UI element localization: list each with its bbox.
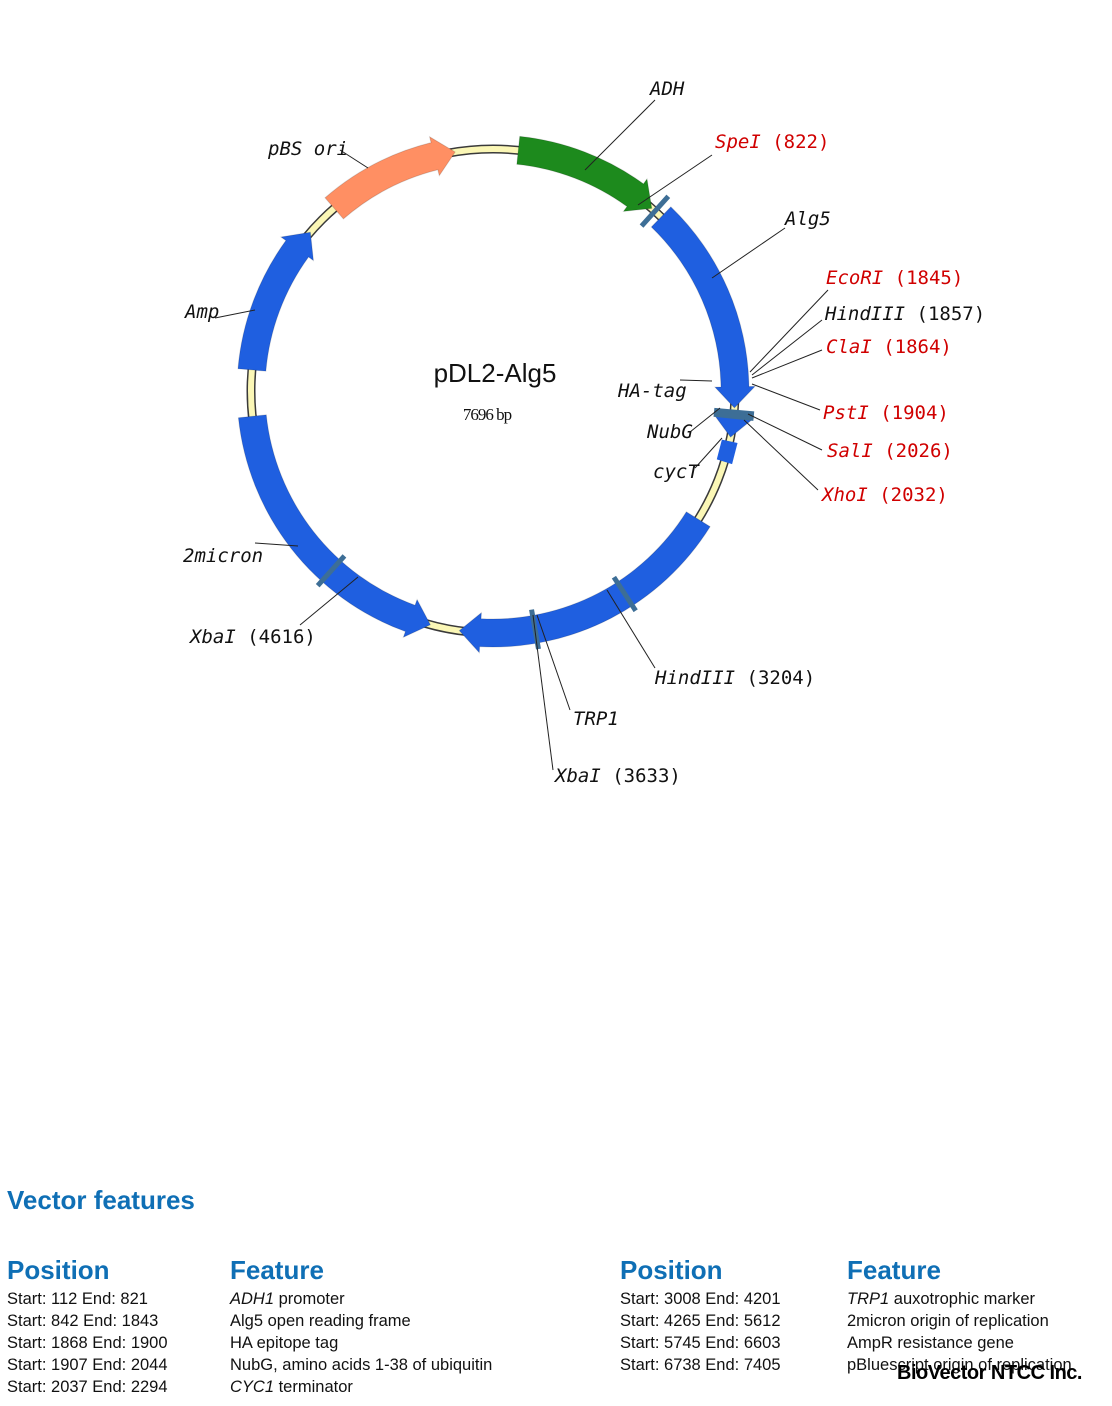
label-alg5: Alg5 — [784, 208, 831, 230]
list-item: Start: 842 End: 1843 — [7, 1312, 159, 1330]
list-item: AmpR resistance gene — [847, 1334, 1014, 1352]
label-2micron: 2micron — [183, 545, 263, 567]
right-position-list: Start: 3008 End: 4201 Start: 4265 End: 5… — [620, 1288, 781, 1376]
list-item: Alg5 open reading frame — [230, 1312, 411, 1330]
list-item: CYC1 terminator — [230, 1378, 353, 1396]
mark-spei — [639, 194, 671, 228]
list-item: HA epitope tag — [230, 1334, 339, 1352]
label-ha-tag: HA-tag — [617, 380, 687, 402]
list-item: ADH1 promoter — [230, 1290, 345, 1308]
list-item: Start: 1868 End: 1900 — [7, 1334, 168, 1352]
label-cyct: cycT — [653, 461, 700, 483]
list-item: NubG, amino acids 1-38 of ubiquitin — [230, 1356, 493, 1374]
left-position-list: Start: 112 End: 821 Start: 842 End: 1843… — [7, 1288, 168, 1398]
mark-mcs-1 — [713, 407, 755, 417]
site-ecori: EcoRI (1845) — [826, 267, 963, 289]
arc-amp — [237, 231, 315, 372]
plasmid-map: pDL2-Alg5 7696 bp ADH pBS ori Alg5 Amp H… — [183, 78, 985, 787]
plasmid-name: pDL2-Alg5 — [434, 358, 557, 388]
right-feature-list: TRP1 auxotrophic marker 2micron origin o… — [847, 1288, 1072, 1376]
site-xhoi: XhoI (2032) — [820, 484, 948, 506]
site-psti: PstI (1904) — [823, 402, 949, 424]
label-pbs-ori: pBS ori — [267, 138, 348, 160]
label-trp1: TRP1 — [573, 708, 619, 730]
left-feature-list: ADH1 promoter Alg5 open reading frame HA… — [230, 1288, 492, 1398]
site-hindiii-1857: HindIII (1857) — [824, 303, 985, 325]
label-amp: Amp — [184, 301, 219, 323]
list-item: Start: 2037 End: 2294 — [7, 1378, 168, 1396]
mark-xbai-4616 — [315, 554, 347, 588]
site-spei: SpeI (822) — [715, 131, 829, 153]
arc-cyct — [716, 439, 738, 465]
list-item: TRP1 auxotrophic marker — [847, 1290, 1035, 1308]
plasmid-size: 7696 bp — [463, 405, 512, 424]
right-feature-header: Feature — [847, 1255, 941, 1285]
site-clai: ClaI (1864) — [826, 336, 952, 358]
arc-pbs-ori — [324, 135, 456, 220]
list-item: Start: 3008 End: 4201 — [620, 1290, 781, 1308]
arc-2micron — [237, 414, 432, 639]
list-item: Start: 6738 End: 7405 — [620, 1356, 781, 1374]
features-title: Vector features — [7, 1185, 195, 1215]
mark-mcs-2 — [713, 411, 754, 421]
left-position-header: Position — [7, 1255, 110, 1285]
site-hindiii-3204: HindIII (3204) — [654, 667, 815, 689]
site-xbai-4616: XbaI (4616) — [188, 626, 316, 648]
arc-alg5 — [650, 206, 757, 409]
label-nubg: NubG — [646, 421, 693, 443]
site-xbai-3633: XbaI (3633) — [553, 765, 681, 787]
list-item: Start: 1907 End: 2044 — [7, 1356, 168, 1374]
list-item: Start: 112 End: 821 — [7, 1290, 148, 1308]
list-item: Start: 4265 End: 5612 — [620, 1312, 781, 1330]
site-sali: SalI (2026) — [827, 440, 953, 462]
list-item: 2micron origin of replication — [847, 1312, 1049, 1330]
label-adh: ADH — [649, 78, 685, 100]
left-feature-header: Feature — [230, 1255, 324, 1285]
brand-watermark: BioVector NTCC Inc. — [897, 1362, 1082, 1384]
arc-adh-promoter — [516, 135, 653, 213]
list-item: Start: 5745 End: 6603 — [620, 1334, 781, 1352]
leader-lines — [214, 99, 829, 771]
mark-hindiii-3204 — [611, 575, 638, 613]
arc-trp1 — [458, 511, 711, 654]
right-position-header: Position — [620, 1255, 723, 1285]
list-item: pBluescript origin of replication — [847, 1356, 1072, 1374]
